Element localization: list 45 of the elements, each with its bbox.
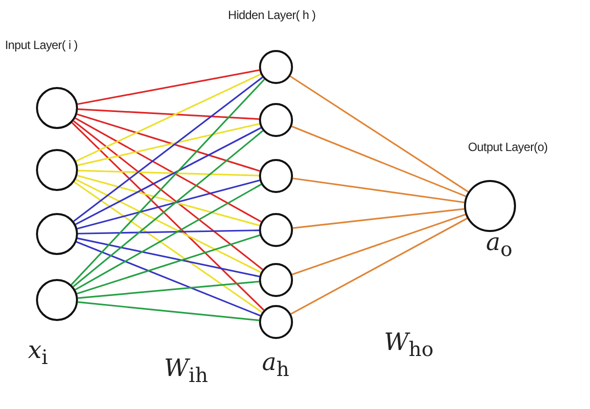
connection-line xyxy=(77,238,260,278)
connection-line xyxy=(78,230,260,234)
connection-line xyxy=(77,123,260,166)
connection-line xyxy=(74,184,262,290)
connection-line xyxy=(78,108,260,120)
connection-line xyxy=(75,178,262,274)
neuron-circle xyxy=(36,87,78,129)
connection-line xyxy=(78,69,260,105)
math-symbol: W$_{ih}$ xyxy=(164,354,208,387)
math-symbol: a$_{o}$ xyxy=(486,228,512,261)
connection-line xyxy=(292,178,464,204)
connection-line xyxy=(78,170,260,176)
layer-title: Output Layer(o) xyxy=(468,140,548,154)
neuron-circle xyxy=(259,103,293,137)
neuron-circle xyxy=(259,50,293,84)
connection-line xyxy=(73,120,264,270)
connection-line xyxy=(290,76,469,192)
connection-line xyxy=(290,218,468,315)
layer-title: Hidden Layer( h ) xyxy=(228,8,316,22)
neuron-circle xyxy=(36,213,78,255)
connection-line xyxy=(73,76,263,222)
math-symbol: x$_{i}$ xyxy=(28,336,48,369)
connection-line xyxy=(71,122,264,311)
neuron-circle xyxy=(259,159,293,193)
math-symbol: a$_{h}$ xyxy=(262,348,290,381)
neuron-circle xyxy=(259,305,293,339)
connection-line xyxy=(78,280,260,299)
neuron-circle xyxy=(464,180,516,232)
connection-line xyxy=(292,214,466,276)
neuron-circle xyxy=(259,263,293,297)
connection-line xyxy=(74,181,262,313)
layer-title: Input Layer( i ) xyxy=(5,38,78,52)
connection-line xyxy=(292,208,464,229)
neuron-circle xyxy=(36,149,78,191)
connection-line xyxy=(76,74,261,162)
connection-line xyxy=(72,130,264,288)
connection-line xyxy=(76,113,260,172)
math-symbol: W$_{ho}$ xyxy=(384,328,434,361)
neuron-circle xyxy=(36,279,78,321)
connection-line xyxy=(291,126,466,198)
connection-line xyxy=(70,78,265,286)
connection-line xyxy=(76,241,261,316)
connection-line xyxy=(76,234,260,294)
connection-line xyxy=(78,301,260,322)
neuron-circle xyxy=(259,213,293,247)
